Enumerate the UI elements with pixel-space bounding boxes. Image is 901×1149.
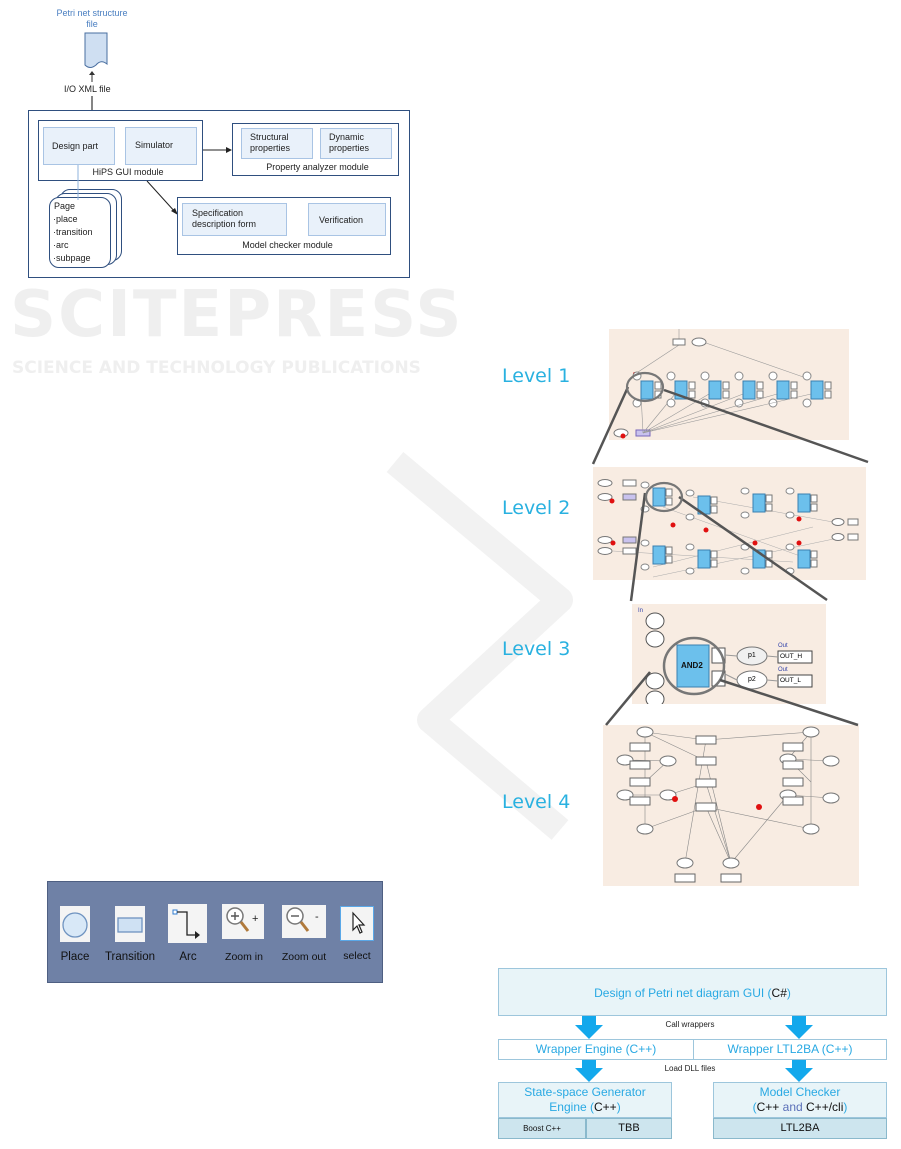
- simulator-box: Simulator: [125, 127, 197, 165]
- tool-label: Place: [60, 951, 90, 963]
- tool-label: Zoom in: [225, 951, 263, 963]
- rectangle-transition-icon: [115, 906, 145, 942]
- zoom-in-icon: +: [222, 904, 264, 939]
- watermark-subtitle: SCIENCE AND TECHNOLOGY PUBLICATIONS: [12, 358, 421, 378]
- tool-label: Arc: [179, 951, 197, 963]
- zoom-out-icon: -: [282, 905, 326, 938]
- file-label: Petri net structure file: [56, 8, 128, 29]
- tool-label: Zoom out: [281, 951, 327, 963]
- tool-zoom-out[interactable]: - Zoom out: [276, 905, 332, 975]
- document-icon: [84, 32, 108, 68]
- model-checker-title: Model checker module: [242, 240, 333, 250]
- property-analyzer-title: Property analyzer module: [266, 162, 369, 172]
- arc-arrow-icon: [168, 904, 207, 943]
- figure-architecture: Petri net structure file I/O XML file De…: [0, 0, 450, 290]
- gui-module-title: HiPS GUI module: [92, 167, 164, 177]
- page-item: ·place: [53, 214, 78, 224]
- page-card: Page ·place ·transition ·arc ·subpage: [49, 197, 111, 268]
- spec-description-box: Specification description form: [182, 203, 287, 236]
- petri-toolbar: Place Transition Arc + Zoom in - Zoom ou…: [47, 881, 383, 983]
- tool-label: select: [343, 950, 371, 962]
- zoom-out-sign: -: [315, 911, 319, 923]
- watermark-logo: SCITEPRESS: [10, 278, 464, 352]
- structural-properties-box: Structural properties: [241, 128, 313, 159]
- zoom-in-sign: +: [252, 913, 259, 925]
- tool-place[interactable]: Place: [50, 906, 100, 976]
- dynamic-properties-box: Dynamic properties: [320, 128, 392, 159]
- tool-select[interactable]: select: [335, 906, 379, 976]
- tool-zoom-in[interactable]: + Zoom in: [217, 904, 271, 974]
- tool-transition[interactable]: Transition: [101, 906, 159, 976]
- page-item: ·transition: [53, 227, 93, 237]
- circle-place-icon: [60, 906, 90, 942]
- tool-arc[interactable]: Arc: [163, 904, 213, 974]
- page-item: ·subpage: [53, 253, 91, 263]
- design-part-box: Design part: [43, 127, 115, 165]
- verification-box: Verification: [308, 203, 386, 236]
- cursor-arrow-icon: [340, 906, 374, 941]
- page-title: Page: [54, 201, 76, 211]
- tool-label: Transition: [104, 951, 156, 963]
- io-label: I/O XML file: [64, 84, 111, 94]
- page-item: ·arc: [53, 240, 69, 250]
